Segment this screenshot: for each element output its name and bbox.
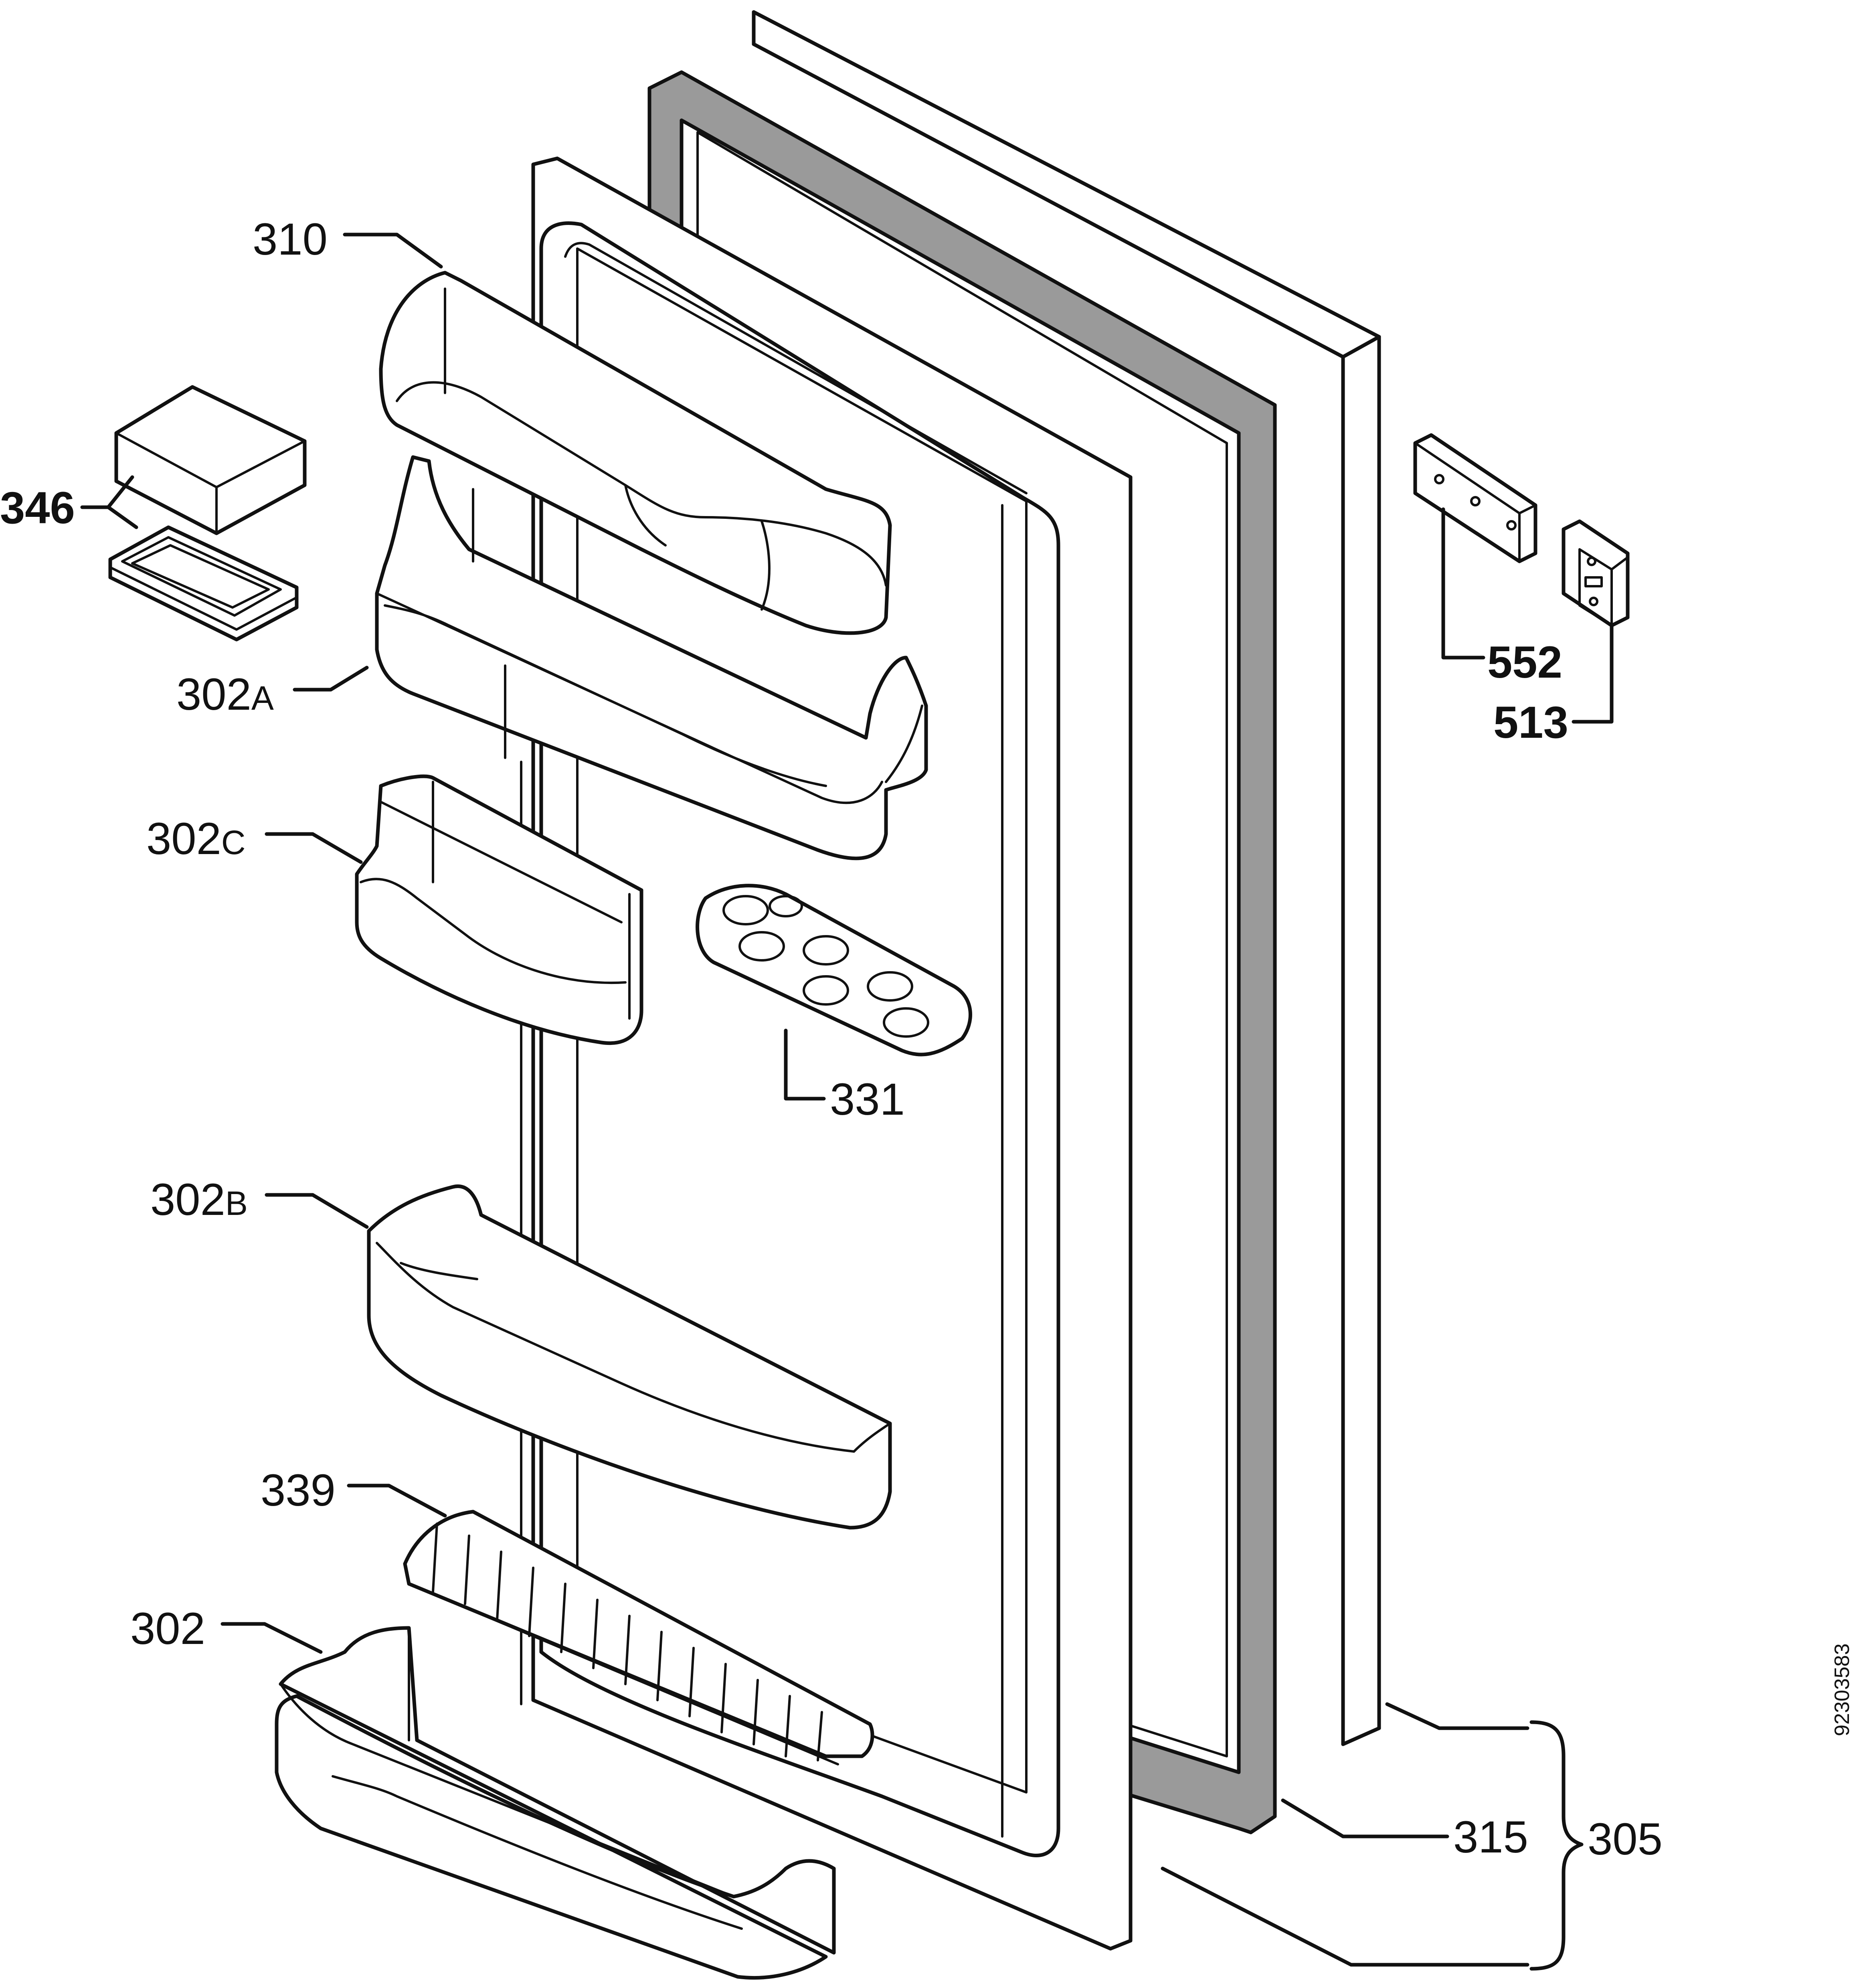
document-number: 92303583: [1831, 1644, 1854, 1736]
leader-302A: [293, 666, 369, 692]
callout-302C: 302C: [146, 814, 246, 864]
hinge-bracket-552: [1413, 433, 1537, 563]
butter-box-346: [108, 385, 307, 642]
bottom-door-shelf-302: [275, 1626, 836, 1980]
callout-302A: 302A: [176, 669, 274, 719]
hinge-plate-513: [1562, 519, 1630, 628]
leader-305-bottom: [1161, 1867, 1529, 1967]
leader-513: [1572, 624, 1614, 724]
bottle-rack-ribs: [432, 1522, 823, 1761]
leader-302: [220, 1622, 323, 1654]
callout-346: 346: [0, 483, 75, 533]
callout-315: 315: [1453, 1812, 1528, 1862]
callout-labels: 310 346 302A 302C 331 302B 339 302 552 5…: [0, 214, 1663, 1864]
leader-331: [784, 1028, 826, 1101]
callout-331: 331: [830, 1074, 905, 1124]
leader-552: [1441, 507, 1485, 660]
upper-door-shelf-302A: [375, 455, 928, 860]
dairy-lid-310: [379, 271, 892, 635]
callout-513: 513: [1493, 697, 1568, 747]
leader-346-lower: [106, 505, 138, 529]
brace-305: [1529, 1720, 1584, 1971]
bottle-rack-339: [403, 1510, 874, 1765]
leader-339: [347, 1484, 447, 1518]
callout-302B: 302B: [150, 1174, 248, 1225]
middle-door-shelf-302B: [367, 1184, 892, 1530]
callout-310: 310: [253, 214, 328, 264]
leader-lines: [80, 233, 1614, 1971]
callout-305: 305: [1588, 1814, 1663, 1864]
leader-302B: [265, 1193, 369, 1229]
leader-302C: [265, 832, 363, 864]
leader-305-top: [1385, 1702, 1529, 1730]
callout-339: 339: [261, 1465, 336, 1515]
callout-302: 302: [130, 1603, 205, 1654]
small-door-shelf-302C: [355, 774, 643, 1045]
outer-door-panel: [752, 10, 1381, 1746]
egg-tray-331: [696, 884, 972, 1057]
callout-552: 552: [1487, 637, 1562, 687]
leader-310: [343, 233, 443, 269]
leader-315: [1281, 1798, 1449, 1838]
